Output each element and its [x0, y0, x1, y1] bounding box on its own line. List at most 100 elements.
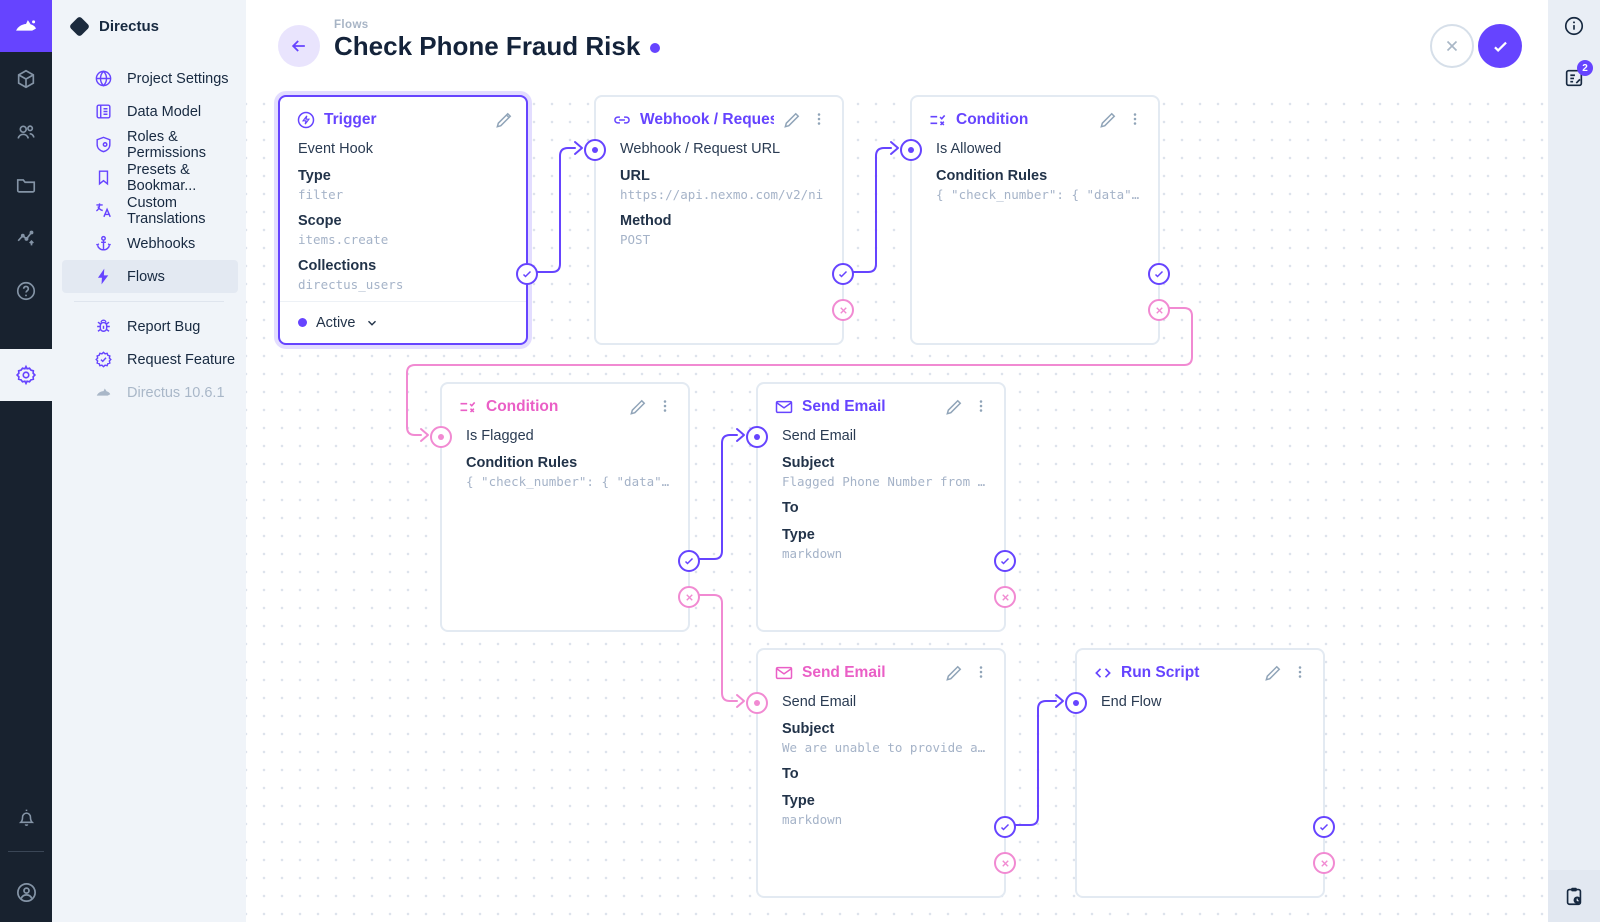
project-chooser[interactable]: Directus	[52, 0, 246, 52]
module-help-icon[interactable]	[0, 264, 52, 317]
resolve-connector[interactable]	[1148, 263, 1170, 285]
kebab-menu-icon[interactable]	[656, 397, 676, 417]
edit-pencil-icon[interactable]	[944, 397, 964, 417]
input-connector[interactable]	[746, 426, 768, 448]
card-title: Send Email	[802, 664, 886, 681]
operation-name: Send Email	[782, 694, 857, 710]
module-insights-icon[interactable]	[0, 211, 52, 264]
breadcrumb[interactable]: Flows	[334, 19, 369, 31]
flow-card-trigger[interactable]: Trigger Event Hook Type filter Scope ite…	[278, 95, 538, 345]
reject-connector[interactable]	[678, 586, 700, 608]
resolve-connector[interactable]	[1313, 816, 1335, 838]
field-value: filter	[298, 187, 344, 202]
sidebar-item-report-bug[interactable]: Report Bug	[62, 310, 238, 343]
back-button[interactable]	[278, 25, 320, 67]
status-dot	[298, 318, 307, 327]
input-connector[interactable]	[746, 692, 768, 714]
kebab-menu-icon[interactable]	[972, 663, 992, 683]
unsaved-dot	[650, 43, 661, 54]
reject-connector[interactable]	[832, 299, 854, 321]
notifications-badge: 2	[1577, 60, 1593, 76]
module-files-icon[interactable]	[0, 158, 52, 211]
edit-pencil-icon[interactable]	[1263, 663, 1283, 683]
flow-card-condition-allowed[interactable]: Condition Is Allowed Condition Rules { "…	[900, 95, 1170, 345]
reject-connector[interactable]	[1148, 299, 1170, 321]
sidebar-item-project-settings[interactable]: Project Settings	[62, 62, 238, 95]
field-value: items.create	[298, 232, 389, 247]
bolt-circle-icon	[296, 110, 316, 130]
sidebar-item-webhooks[interactable]: Webhooks	[62, 227, 238, 260]
sidebar-item-label: Project Settings	[127, 70, 229, 87]
module-content-icon[interactable]	[0, 52, 52, 105]
code-icon	[1093, 663, 1113, 683]
edit-pencil-icon[interactable]	[628, 397, 648, 417]
flow-card-send-email-flagged[interactable]: Send Email Send Email Subject Flagged Ph…	[746, 382, 1016, 632]
field-label: Type	[298, 168, 331, 184]
flow-card-webhook[interactable]: Webhook / Request URL Webhook / Request …	[584, 95, 854, 345]
flow-card-send-email-unable[interactable]: Send Email Send Email Subject We are una…	[746, 648, 1016, 898]
card-title: Condition	[956, 111, 1029, 128]
resolve-connector[interactable]	[516, 263, 538, 285]
reject-connector[interactable]	[994, 852, 1016, 874]
sidebar-item-presets-bookmarks[interactable]: Presets & Bookmar...	[62, 161, 238, 194]
resolve-connector[interactable]	[832, 263, 854, 285]
kebab-menu-icon[interactable]	[1291, 663, 1311, 683]
operation-name: Is Allowed	[936, 141, 1002, 157]
info-icon[interactable]	[1548, 0, 1600, 52]
email-icon	[774, 397, 794, 417]
edit-pencil-icon[interactable]	[782, 110, 802, 130]
input-connector[interactable]	[900, 139, 922, 161]
field-label: URL	[620, 168, 650, 184]
module-users-icon[interactable]	[0, 105, 52, 158]
input-connector[interactable]	[430, 426, 452, 448]
card-title: Trigger	[324, 111, 377, 128]
kebab-menu-icon[interactable]	[810, 110, 830, 130]
sidebar-item-label: Custom Translations	[127, 194, 206, 227]
account-avatar-icon[interactable]	[0, 862, 52, 922]
edit-pencil-icon[interactable]	[944, 663, 964, 683]
sidebar-item-data-model[interactable]: Data Model	[62, 95, 238, 128]
sidebar-item-roles-permissions[interactable]: Roles & Permissions	[62, 128, 238, 161]
anchor-icon	[94, 234, 113, 253]
bolt-icon	[94, 267, 113, 286]
field-label: Subject	[782, 721, 835, 737]
sidebar-item-label: Flows	[127, 268, 165, 285]
sidebar-item-flows[interactable]: Flows	[62, 260, 238, 293]
sidebar-item-label: Report Bug	[127, 318, 201, 335]
directus-logo[interactable]	[0, 0, 52, 52]
resolve-connector[interactable]	[994, 550, 1016, 572]
settings-nav-sidebar: Directus Project Settings Data Model Rol…	[52, 0, 246, 922]
cancel-button[interactable]	[1430, 24, 1474, 68]
right-sidebar-bar: 2	[1548, 0, 1600, 922]
revisions-history-icon[interactable]	[1548, 870, 1600, 922]
resolve-connector[interactable]	[678, 550, 700, 572]
notifications-bell-icon[interactable]	[0, 793, 52, 841]
sidebar-item-custom-translations[interactable]: Custom Translations	[62, 194, 238, 227]
field-value: markdown	[782, 546, 843, 561]
flow-card-condition-flagged[interactable]: Condition Is Flagged Condition Rules { "…	[430, 382, 700, 632]
edit-pencil-icon[interactable]	[1098, 110, 1118, 130]
input-connector[interactable]	[584, 139, 606, 161]
operation-name: End Flow	[1101, 694, 1162, 710]
sidebar-item-label: Webhooks	[127, 235, 196, 252]
page-title: Check Phone Fraud Risk	[334, 31, 661, 62]
input-connector[interactable]	[1065, 692, 1087, 714]
edit-pencil-icon[interactable]	[494, 110, 514, 130]
condition-icon	[458, 397, 478, 417]
shield-icon	[94, 135, 113, 154]
field-label: Type	[782, 527, 815, 543]
field-label: To	[782, 766, 799, 782]
save-button[interactable]	[1478, 24, 1522, 68]
bookmark-icon	[94, 168, 113, 187]
reject-connector[interactable]	[1313, 852, 1335, 874]
kebab-menu-icon[interactable]	[1126, 110, 1146, 130]
kebab-menu-icon[interactable]	[972, 397, 992, 417]
flow-status-toggle[interactable]: Active	[280, 301, 526, 343]
reject-connector[interactable]	[994, 586, 1016, 608]
notes-panel-icon[interactable]: 2	[1548, 52, 1600, 104]
field-label: Collections	[298, 258, 377, 274]
resolve-connector[interactable]	[994, 816, 1016, 838]
module-settings-icon[interactable]	[0, 349, 52, 401]
sidebar-item-request-feature[interactable]: Request Feature	[62, 343, 238, 376]
flow-card-run-script[interactable]: Run Script End Flow	[1065, 648, 1335, 898]
